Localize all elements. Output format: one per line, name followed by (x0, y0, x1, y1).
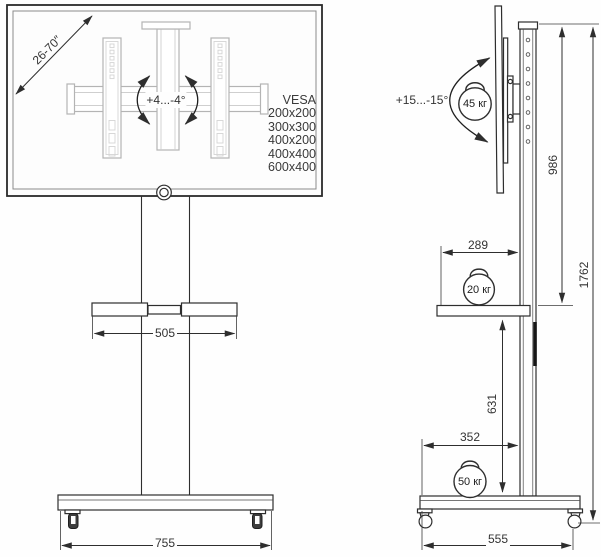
power-indicator (156, 184, 172, 201)
swivel-arrows (136, 75, 199, 125)
vesa-mount-front (66, 21, 269, 159)
tilt-angle-label: +15...-15° (395, 93, 449, 107)
front-caster-left (64, 509, 81, 529)
dim-label-mount-height: 986 (546, 152, 560, 178)
side-column (517, 21, 539, 497)
front-view-drawing (6, 4, 323, 550)
vesa-size-item: 300x300 (268, 119, 316, 134)
side-base (419, 495, 581, 510)
max-load-screen-label: 45 кг (462, 98, 488, 110)
max-load-shelf-label: 20 кг (466, 284, 492, 296)
max-load-base-label: 50 кг (457, 476, 483, 488)
dim-label-base-front-depth: 352 (457, 430, 483, 444)
vesa-title: VESA (282, 93, 316, 107)
dim-lines-side (421, 23, 600, 550)
max-load-base-icon (453, 460, 487, 499)
side-view-drawing (416, 5, 600, 550)
column-handle (533, 322, 537, 366)
mount-center-strip (156, 28, 180, 151)
vesa-size-item: 400x400 (268, 146, 316, 161)
side-caster-left (416, 508, 433, 529)
vesa-arm-right (210, 37, 230, 159)
vesa-arm-left (102, 37, 122, 159)
front-shelf (91, 302, 238, 317)
front-base (57, 494, 274, 511)
vesa-size-item: 200x200 (268, 106, 316, 121)
vesa-size-item: 400x200 (268, 133, 316, 148)
max-load-screen-icon (458, 82, 492, 121)
dim-label-shelf-width: 505 (152, 326, 178, 340)
max-load-shelf-icon (462, 268, 496, 306)
rail-end-cap (259, 83, 269, 115)
side-shelf (436, 304, 531, 317)
vesa-size-item: 600x400 (268, 160, 316, 175)
vesa-compatibility-list: VESA 200x200 300x300 400x200 400x400 600… (230, 93, 316, 175)
swivel-angle-label: +4...-4° (145, 92, 187, 108)
tilt-arrow (449, 57, 491, 143)
dim-label-shelf-depth: 289 (465, 238, 491, 252)
side-mount-bracket (506, 75, 521, 123)
front-column (140, 196, 191, 495)
dim-label-shelf-clearance: 631 (485, 391, 499, 417)
front-caster-right (249, 509, 267, 529)
side-tv-panel (494, 5, 509, 194)
dim-label-base-depth: 555 (485, 532, 511, 546)
dim-label-total-height: 1762 (577, 259, 591, 291)
side-caster-right (567, 508, 584, 529)
dim-label-base-width: 755 (152, 536, 178, 550)
rail-end-cap (66, 83, 76, 115)
mount-top-plate (141, 21, 191, 30)
dim-screen-size (15, 15, 93, 95)
